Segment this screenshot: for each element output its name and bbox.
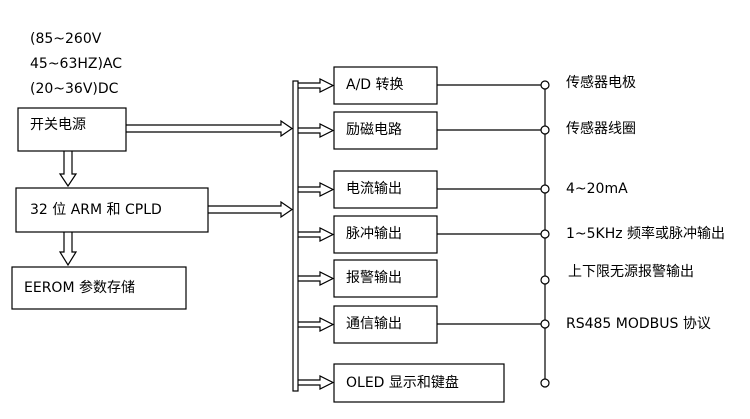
arrow-cpu-to-eeprom: [58, 232, 78, 267]
arrow-bus-to-alarm: [298, 271, 335, 286]
terminal-label-pulse: 1~5KHz 频率或脉冲输出: [566, 226, 726, 242]
arrow-bus-to-pulse: [298, 227, 335, 242]
cpu-box: [15, 187, 209, 233]
terminal-comm: [540, 319, 550, 329]
arrow-bus-to-ad: [298, 78, 335, 93]
terminal-label-alarm: 上下限无源报警输出: [568, 264, 694, 280]
module-box-oled: [333, 363, 505, 403]
eeprom-label: EEROM 参数存储: [24, 280, 135, 296]
terminal-label-ad: 传感器电极: [566, 75, 636, 91]
terminal-label-excitation: 传感器线圈: [566, 121, 636, 137]
terminal-ad: [540, 80, 550, 90]
module-label-ad: A/D 转换: [346, 77, 404, 93]
arrow-bus-to-excitation: [298, 123, 335, 138]
terminal-alarm: [540, 275, 550, 285]
module-label-oled: OLED 显示和键盘: [346, 375, 459, 391]
terminal-label-comm: RS485 MODBUS 协议: [566, 316, 711, 332]
arrow-bus-to-current: [298, 182, 335, 197]
module-label-alarm: 报警输出: [346, 270, 402, 286]
eeprom-box: [11, 266, 187, 310]
cpu-label: 32 位 ARM 和 CPLD: [30, 202, 162, 218]
terminal-oled: [540, 378, 550, 388]
terminal-label-current: 4~20mA: [566, 181, 628, 197]
arrow-power-to-cpu: [58, 151, 78, 188]
terminal-excitation: [540, 125, 550, 135]
supply-spec-line1: (85~260V: [30, 31, 102, 47]
bus-bar: [292, 80, 299, 392]
arrow-power-to-bus: [126, 119, 294, 138]
module-label-comm: 通信输出: [346, 316, 402, 332]
arrow-bus-to-comm: [298, 317, 335, 332]
module-label-pulse: 脉冲输出: [346, 226, 402, 242]
module-label-excitation: 励磁电路: [346, 122, 402, 138]
power-supply-label: 开关电源: [30, 117, 86, 133]
arrow-cpu-to-bus: [208, 200, 294, 219]
supply-spec-line2: 45~63HZ)AC: [30, 56, 123, 72]
supply-spec-line3: (20~36V)DC: [30, 81, 119, 97]
terminal-pulse: [540, 229, 550, 239]
arrow-bus-to-oled: [298, 375, 335, 390]
module-label-current: 电流输出: [346, 181, 402, 197]
terminal-current: [540, 184, 550, 194]
